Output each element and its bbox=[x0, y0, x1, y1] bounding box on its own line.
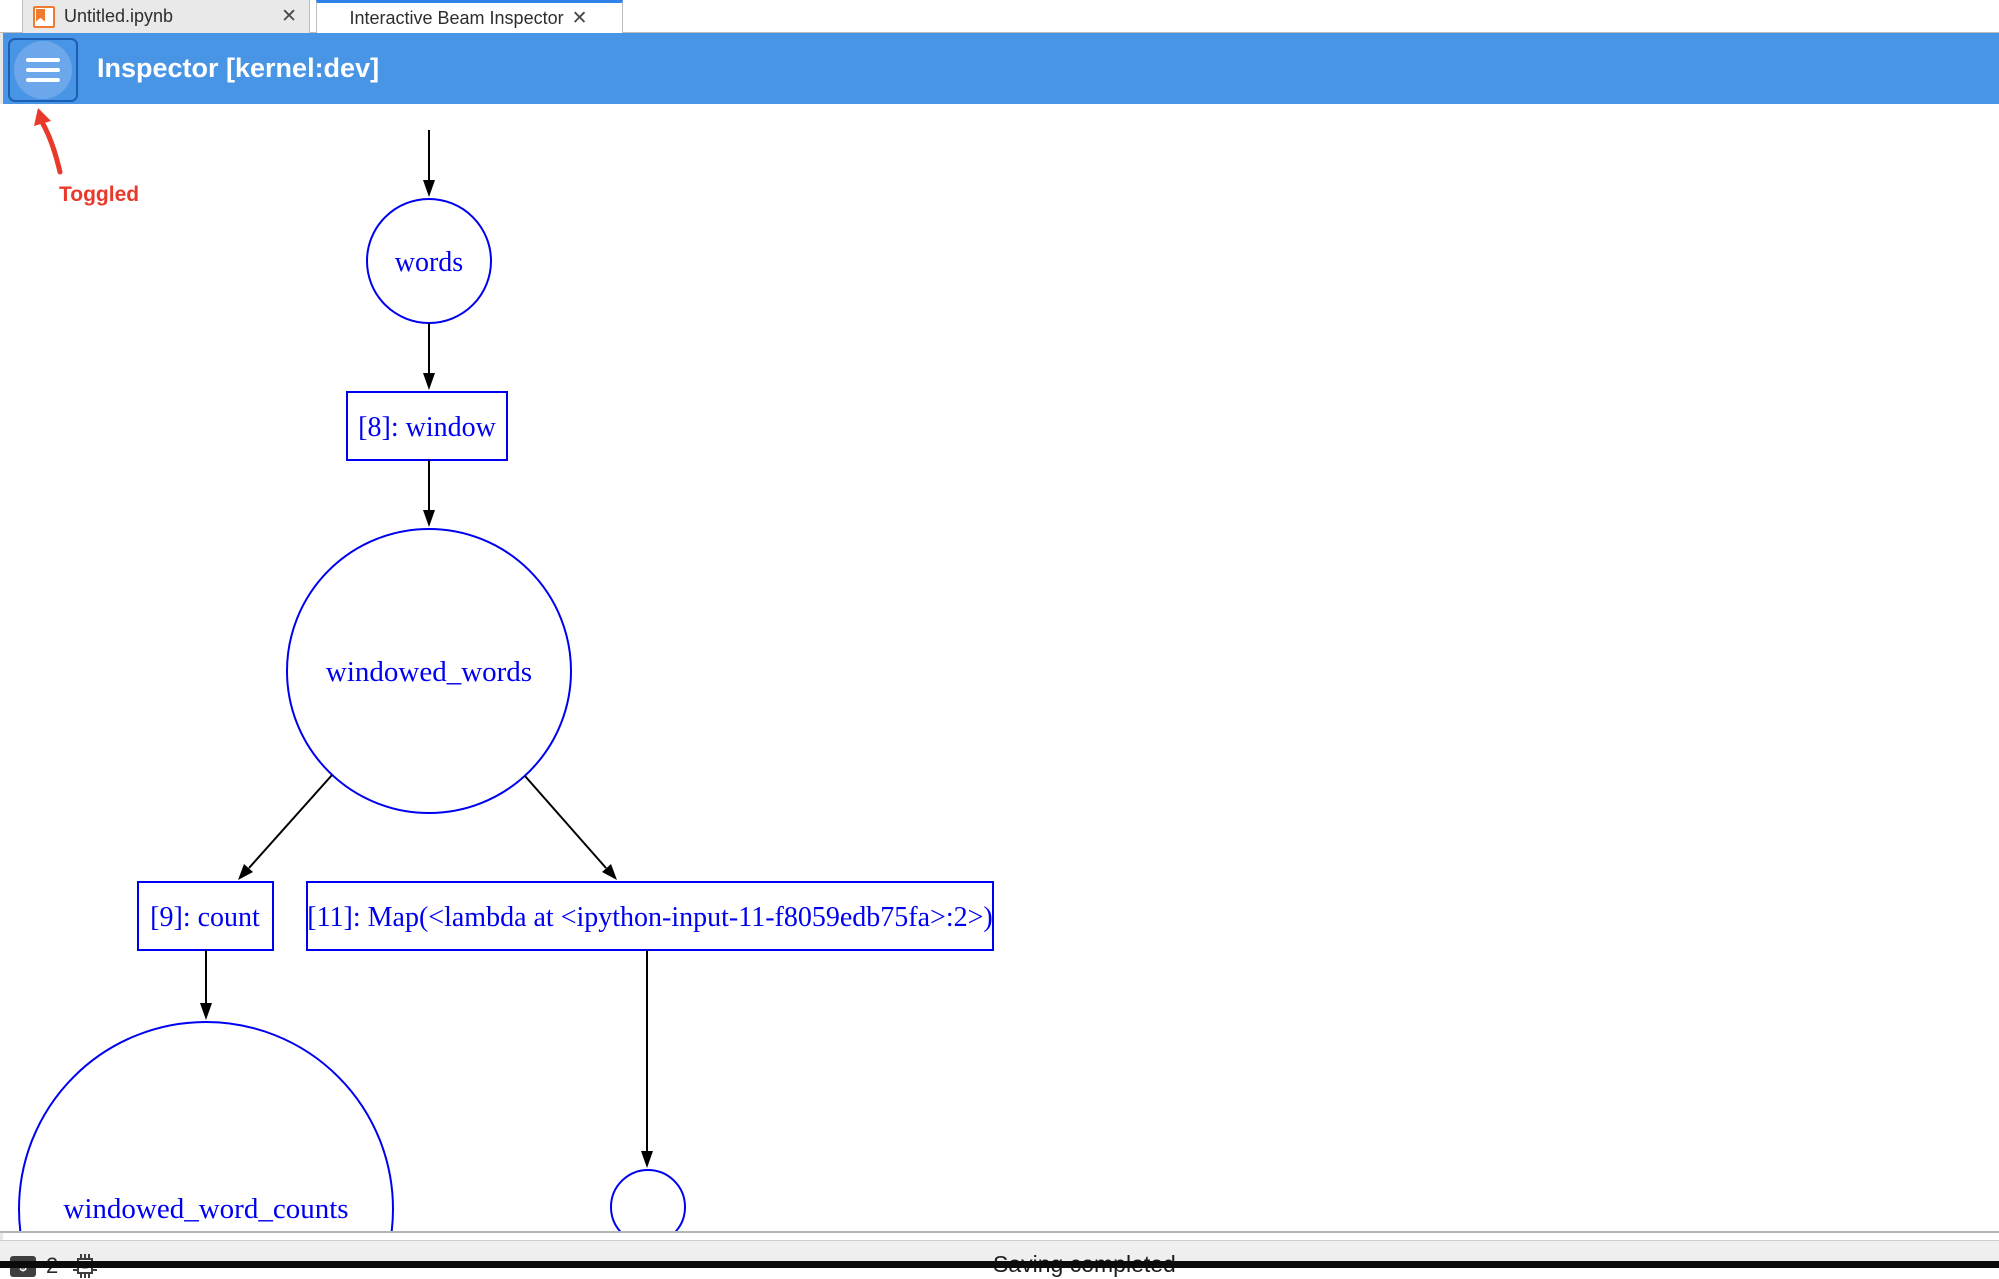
edge-windowed-words-to-count bbox=[238, 774, 333, 880]
inspector-header: Inspector [kernel:dev] bbox=[0, 33, 1999, 104]
tab-untitled-ipynb[interactable]: Untitled.ipynb ✕ bbox=[22, 0, 310, 33]
svg-text:[9]: count: [9]: count bbox=[150, 902, 260, 933]
dock-tab-bar: Untitled.ipynb ✕ Interactive Beam Inspec… bbox=[0, 0, 1999, 33]
inspector-title: Inspector [kernel:dev] bbox=[97, 53, 380, 83]
window-bottom-edge bbox=[0, 1261, 1999, 1268]
svg-text:[11]: Map(<lambda at <ipython-: [11]: Map(<lambda at <ipython-input-11-f… bbox=[307, 902, 992, 933]
hamburger-icon bbox=[26, 58, 60, 82]
tab-interactive-beam-inspector[interactable]: Interactive Beam Inspector ✕ bbox=[316, 0, 623, 33]
edge-source-to-words bbox=[423, 130, 435, 197]
pipeline-graph-panel: words [8]: window windowed_words bbox=[0, 104, 1999, 1233]
annotation-arrow bbox=[34, 108, 63, 175]
node-anonymous-pcollection[interactable] bbox=[610, 1169, 686, 1231]
node-cell-11-map[interactable]: [11]: Map(<lambda at <ipython-input-11-f… bbox=[306, 881, 994, 951]
edge-windowed-words-to-map bbox=[524, 775, 617, 880]
edge-words-to-window bbox=[423, 323, 435, 390]
svg-text:[8]: window: [8]: window bbox=[358, 412, 496, 443]
edge-window-to-windowed-words bbox=[423, 460, 435, 527]
node-windowed-words[interactable]: windowed_words bbox=[286, 528, 572, 814]
svg-text:windowed_words: windowed_words bbox=[326, 656, 532, 688]
annotation-toggled-label: Toggled bbox=[59, 183, 140, 206]
svg-text:words: words bbox=[395, 247, 463, 278]
tab-label: Interactive Beam Inspector bbox=[349, 7, 564, 28]
tab-label: Untitled.ipynb bbox=[64, 6, 174, 26]
node-cell-9-count[interactable]: [9]: count bbox=[137, 881, 274, 951]
notebook-icon bbox=[33, 5, 55, 28]
svg-text:windowed_word_counts: windowed_word_counts bbox=[63, 1193, 348, 1225]
close-icon[interactable]: ✕ bbox=[571, 7, 588, 29]
pipeline-graph: words [8]: window windowed_words bbox=[18, 130, 994, 1231]
node-cell-8-window[interactable]: [8]: window bbox=[346, 391, 508, 461]
node-windowed-word-counts[interactable]: windowed_word_counts bbox=[18, 1021, 394, 1231]
close-icon[interactable]: ✕ bbox=[281, 6, 297, 27]
menu-toggle-button[interactable] bbox=[8, 38, 78, 102]
node-words[interactable]: words bbox=[366, 198, 492, 324]
edge-map-to-anonymous bbox=[641, 950, 653, 1168]
edge-count-to-windowed-word-counts bbox=[200, 950, 212, 1020]
